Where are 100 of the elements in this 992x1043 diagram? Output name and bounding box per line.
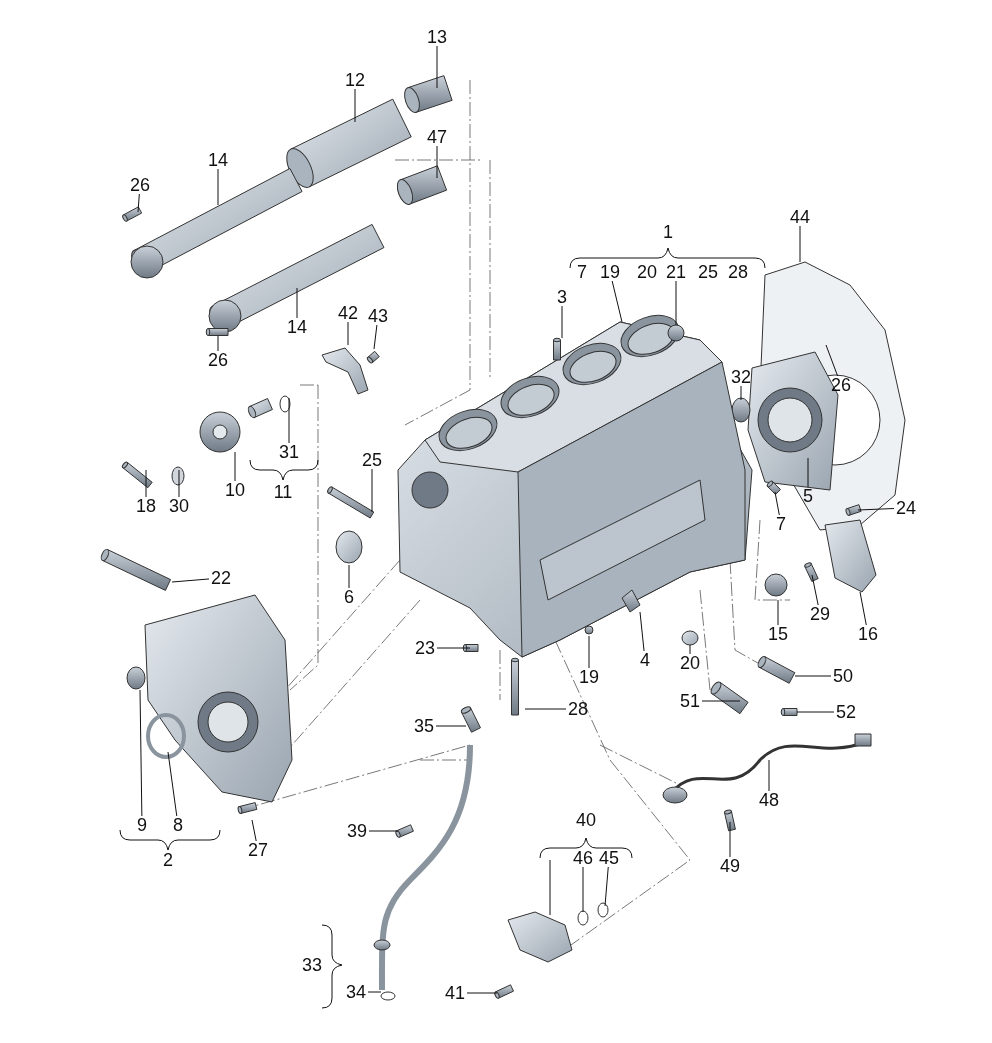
leader-line (371, 468, 373, 513)
leader-line (145, 469, 147, 498)
leader-line (825, 344, 839, 377)
leader-line (675, 280, 677, 326)
callout-number: 21 (665, 262, 687, 282)
callout-number: 51 (679, 691, 701, 711)
callout-number: 27 (247, 840, 269, 860)
callout-number: 20 (679, 653, 701, 673)
leader-line (859, 591, 867, 626)
leader-line (689, 644, 691, 655)
callout-number: 10 (224, 480, 246, 500)
callout-number: 30 (168, 496, 190, 516)
callout-number: 4 (639, 650, 651, 670)
callout-number: 23 (414, 638, 436, 658)
leader-line (167, 751, 178, 817)
leader-line (436, 45, 438, 89)
leader-line (348, 564, 350, 589)
leader-line (604, 866, 609, 907)
callout-number: 20 (636, 262, 658, 282)
callout-number: 32 (730, 367, 752, 387)
callout-number: 47 (426, 127, 448, 147)
leader-line (171, 578, 210, 583)
callout-number: 14 (207, 150, 229, 170)
leader-line (796, 711, 835, 713)
leader-line (139, 689, 143, 817)
callout-number: 16 (857, 624, 879, 644)
callout-number: 5 (802, 486, 814, 506)
callout-number: 18 (135, 496, 157, 516)
leader-line (768, 759, 770, 792)
callout-number: 15 (767, 624, 789, 644)
leader-line (774, 491, 780, 516)
callout-number: 39 (346, 821, 368, 841)
leader-line (436, 145, 438, 179)
callout-number: 46 (572, 848, 594, 868)
callout-number: 3 (556, 287, 568, 307)
leader-line (367, 991, 382, 993)
callout-number: 41 (444, 983, 466, 1003)
callout-number: 24 (895, 498, 917, 518)
callout-number: 14 (286, 317, 308, 337)
leader-line (435, 725, 467, 727)
leader-line (373, 324, 378, 350)
leader-line (561, 305, 563, 339)
callout-number: 6 (343, 587, 355, 607)
callout-number: 43 (367, 306, 389, 326)
callout-number: 50 (832, 666, 854, 686)
callout-number: 9 (136, 815, 148, 835)
leader-line (217, 168, 219, 206)
leader-line (347, 321, 349, 346)
leader-line (777, 599, 779, 626)
callout-number: 12 (344, 70, 366, 90)
leader-line (368, 830, 399, 832)
callout-number: 7 (576, 262, 588, 282)
callout-number: 26 (830, 375, 852, 395)
callout-number: 26 (207, 350, 229, 370)
leader-line (799, 225, 801, 263)
leader-line (729, 821, 731, 858)
callout-number: 29 (809, 604, 831, 624)
leader-line (466, 992, 498, 994)
callout-number: 40 (575, 810, 597, 830)
leader-line (582, 866, 584, 913)
callout-number: 34 (345, 982, 367, 1002)
leader-line (611, 280, 623, 323)
leader-line (234, 451, 236, 482)
callout-number: 19 (599, 262, 621, 282)
callout-number: 48 (758, 790, 780, 810)
callout-number: 7 (775, 514, 787, 534)
callout-number: 35 (413, 716, 435, 736)
leader-line (701, 700, 741, 702)
callout-number: 31 (278, 442, 300, 462)
leader-line (811, 574, 819, 606)
callout-number: 45 (598, 848, 620, 868)
leader-line (794, 675, 832, 677)
callout-number: 13 (426, 27, 448, 47)
leader-line (857, 508, 895, 511)
callout-number: 25 (361, 450, 383, 470)
callout-number: 44 (789, 207, 811, 227)
leader-line (740, 385, 742, 401)
callout-number: 19 (578, 667, 600, 687)
leader-line (354, 88, 356, 123)
callout-number: 28 (727, 262, 749, 282)
leader-line (436, 647, 471, 649)
callout-number: 28 (567, 699, 589, 719)
callout-number: 1 (662, 222, 674, 242)
callout-number: 11 (272, 482, 294, 502)
leader-line (807, 457, 809, 488)
leader-line (524, 708, 567, 710)
callout-number: 49 (719, 856, 741, 876)
leader-line (639, 611, 645, 652)
callout-number: 33 (301, 955, 323, 975)
leader-line (296, 287, 298, 319)
callout-number: 42 (337, 303, 359, 323)
leader-line (251, 819, 257, 842)
callout-number: 52 (835, 702, 857, 722)
callout-number: 8 (172, 815, 184, 835)
leader-line (137, 193, 140, 213)
callout-number: 26 (129, 175, 151, 195)
callout-number: 22 (210, 568, 232, 588)
leader-line (217, 335, 219, 352)
callout-number: 25 (697, 262, 719, 282)
callout-number: 2 (162, 850, 174, 870)
